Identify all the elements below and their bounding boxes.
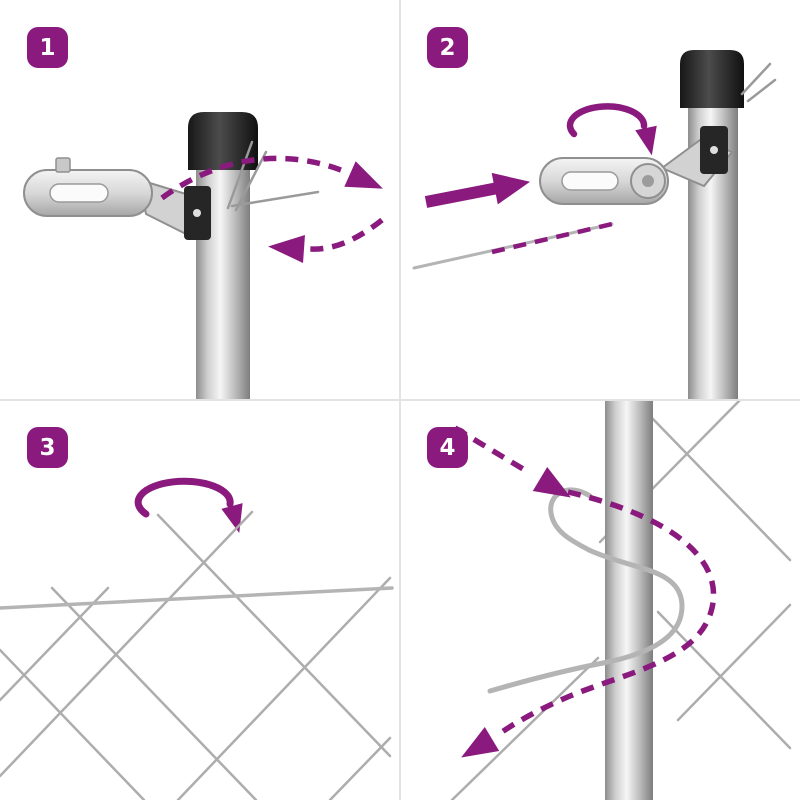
wrapped-wire	[487, 487, 685, 694]
panel-step-3: 3	[0, 400, 400, 800]
panel-step-1: 1	[0, 0, 400, 400]
step-badge-4: 4	[427, 427, 468, 468]
wire-tensioner	[539, 138, 734, 205]
wrap-direction-dashed-arrow-top	[453, 425, 530, 475]
post-clamp	[184, 186, 211, 240]
chain-link-mesh	[450, 400, 792, 800]
wire-tensioner	[23, 157, 187, 236]
step-badge-1: 1	[27, 27, 68, 68]
step-badge-2: 2	[427, 27, 468, 68]
illustration-step-3	[0, 477, 394, 800]
chain-link-mesh	[0, 510, 392, 800]
attach-direction-dashed-arrow	[160, 155, 348, 201]
return-direction-dashed-arrow	[309, 217, 384, 252]
illustration-step-2	[412, 50, 777, 400]
fence-post	[680, 50, 744, 400]
clip-pins-icon	[740, 62, 777, 103]
wrap-path-dashed-curve	[500, 489, 717, 735]
step-number-3: 3	[39, 434, 56, 461]
post-cap	[188, 112, 258, 170]
horizontal-divider	[0, 399, 800, 401]
arrowhead-right-icon	[344, 161, 389, 202]
step-number-1: 1	[39, 34, 56, 61]
step-badge-3: 3	[27, 427, 68, 468]
post-clamp	[700, 126, 728, 174]
panel-step-2: 2	[400, 0, 800, 400]
step-number-4: 4	[439, 434, 456, 461]
illustration-step-1	[23, 112, 389, 400]
illustration-step-4	[450, 400, 792, 800]
tension-wire	[0, 586, 394, 610]
step-number-2: 2	[439, 34, 456, 61]
push-arrow-icon	[424, 172, 531, 208]
rotation-arrow-icon	[134, 477, 234, 518]
post-cap	[680, 50, 744, 108]
panel-step-4: 4	[400, 400, 800, 800]
rotation-arrowhead-icon	[635, 125, 663, 158]
cotter-pins-icon	[226, 140, 320, 212]
fence-post	[605, 400, 653, 800]
arrowhead-left-icon	[267, 232, 305, 263]
wrap-arrowhead-bottom-icon	[453, 726, 500, 770]
rotation-arrow-icon	[566, 103, 648, 138]
